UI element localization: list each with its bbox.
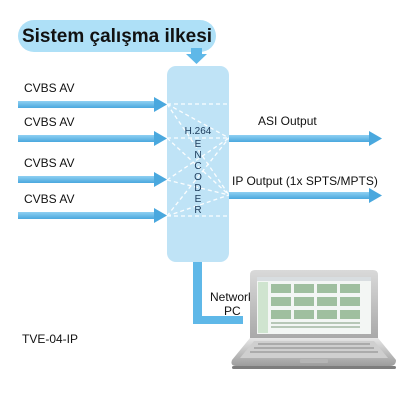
asi-output-arrow [229, 131, 382, 146]
title-down-arrow [186, 48, 207, 64]
ip-output-arrow [229, 188, 382, 203]
encoder-box [167, 66, 229, 262]
encoder-letter: C [194, 161, 201, 172]
encoder-format: H.264 [185, 126, 212, 137]
network-connection [193, 262, 243, 324]
encoder-letter: R [194, 205, 201, 216]
input-arrow-2 [18, 131, 167, 146]
encoder-letter: O [194, 172, 202, 183]
diagram-title: Sistem çalışma ilkesi [22, 26, 212, 47]
model-label: TVE-04-IP [22, 332, 78, 346]
input-label-1: CVBS AV [24, 81, 74, 95]
input-label-2: CVBS AV [24, 115, 74, 129]
encoder-mixing-lines [166, 103, 230, 217]
encoder-letter: E [195, 139, 202, 150]
title-pill [18, 20, 216, 52]
encoder-letter: E [195, 194, 202, 205]
asi-output-label: ASI Output [258, 114, 317, 128]
input-arrow-3 [18, 172, 167, 187]
encoder-letters: E N C O D E R [194, 139, 202, 216]
laptop-icon [231, 270, 396, 369]
encoder-letter: N [194, 150, 201, 161]
input-label-3: CVBS AV [24, 156, 74, 170]
input-arrow-1 [18, 97, 167, 112]
input-label-4: CVBS AV [24, 192, 74, 206]
encoder-letter: D [194, 183, 201, 194]
ip-output-label: IP Output (1x SPTS/MPTS) [232, 174, 378, 188]
network-label: Network [210, 290, 255, 304]
input-arrow-4 [18, 208, 167, 223]
title-banner: Sistem çalışma ilkesi [18, 20, 216, 52]
pc-label: PC [224, 304, 241, 318]
